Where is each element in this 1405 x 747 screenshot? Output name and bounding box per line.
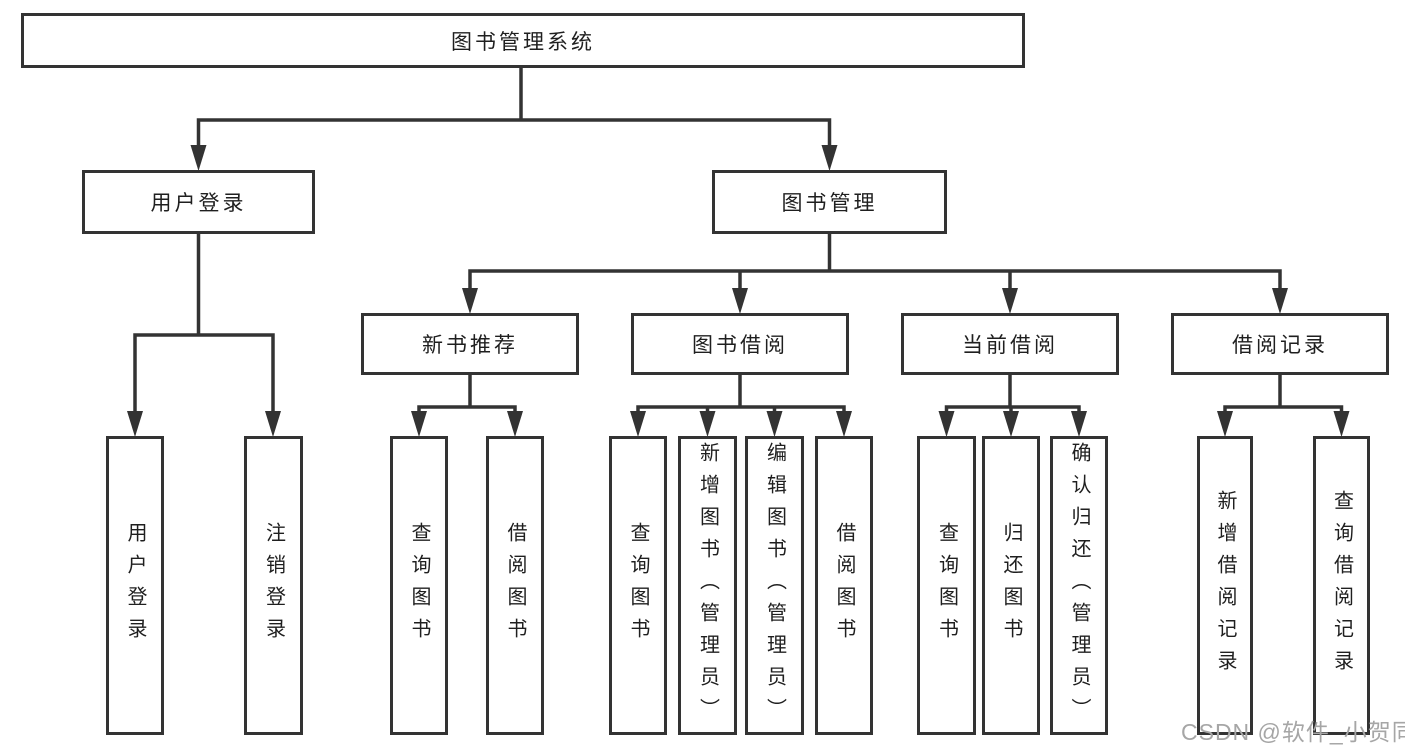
leaf-logout-label: 注销登录: [262, 521, 285, 650]
leaf-query-borrow-record-label: 查询借阅记录: [1330, 489, 1353, 682]
leaf-query-book-current-label: 查询图书: [935, 521, 958, 650]
leaf-query-book-newbook: 查询图书: [390, 436, 448, 735]
leaf-borrow-book-newbook: 借阅图书: [486, 436, 544, 735]
leaf-add-borrow-record-label: 新增借阅记录: [1214, 489, 1236, 682]
leaf-edit-book-admin: 编辑图书（管理员）: [745, 436, 804, 735]
node-book-management-branch-label: 图书管理: [781, 192, 878, 215]
leaf-query-book-newbook-label: 查询图书: [408, 521, 430, 650]
leaf-add-book-admin-label: 新增图书（管理员）: [696, 441, 719, 730]
leaf-add-borrow-record: 新增借阅记录: [1197, 436, 1253, 735]
leaf-borrow-book-borrowing: 借阅图书: [815, 436, 873, 735]
connector-bookmgmt-to-level3: [462, 231, 1288, 314]
connector-bookborrow-to-leaves: [630, 372, 852, 437]
node-current-borrowing: 当前借阅: [901, 313, 1119, 375]
node-new-book-recommend-label: 新书推荐: [422, 334, 518, 357]
node-new-book-recommend: 新书推荐: [361, 313, 579, 375]
node-borrow-records: 借阅记录: [1171, 313, 1389, 375]
node-root-label: 图书管理系统: [451, 30, 595, 54]
node-book-borrowing-label: 图书借阅: [692, 334, 788, 357]
leaf-confirm-return-admin-label: 确认归还（管理员）: [1068, 441, 1090, 730]
node-user-login-branch: 用户登录: [82, 170, 315, 234]
node-book-management-branch: 图书管理: [712, 170, 947, 234]
connector-userlogin-to-leaves: [127, 231, 281, 437]
node-user-login-branch-label: 用户登录: [150, 192, 247, 215]
leaf-query-borrow-record: 查询借阅记录: [1313, 436, 1370, 735]
leaf-query-book-borrowing-label: 查询图书: [627, 521, 649, 650]
leaf-logout: 注销登录: [244, 436, 303, 735]
leaf-edit-book-admin-label: 编辑图书（管理员）: [763, 441, 786, 730]
node-borrow-records-label: 借阅记录: [1232, 334, 1328, 357]
connector-currentborrow-to-leaves: [938, 372, 1087, 437]
connector-root-to-level2: [190, 65, 838, 171]
node-root-library-system: 图书管理系统: [21, 13, 1025, 68]
leaf-borrow-book-borrowing-label: 借阅图书: [833, 521, 855, 650]
csdn-watermark: CSDN @软件_小贺同学: [1181, 719, 1405, 745]
leaf-query-book-current: 查询图书: [917, 436, 976, 735]
leaf-user-login: 用户登录: [106, 436, 164, 735]
leaf-return-book: 归还图书: [982, 436, 1040, 735]
leaf-add-book-admin: 新增图书（管理员）: [678, 436, 737, 735]
leaf-borrow-book-newbook-label: 借阅图书: [504, 521, 526, 650]
leaf-query-book-borrowing: 查询图书: [609, 436, 667, 735]
connector-borrowrecords-to-leaves: [1217, 372, 1350, 437]
leaf-return-book-label: 归还图书: [1000, 521, 1022, 650]
node-book-borrowing: 图书借阅: [631, 313, 849, 375]
connector-newbook-to-leaves: [411, 372, 523, 437]
node-current-borrowing-label: 当前借阅: [962, 334, 1058, 357]
leaf-user-login-label: 用户登录: [124, 521, 146, 650]
leaf-confirm-return-admin: 确认归还（管理员）: [1050, 436, 1108, 735]
